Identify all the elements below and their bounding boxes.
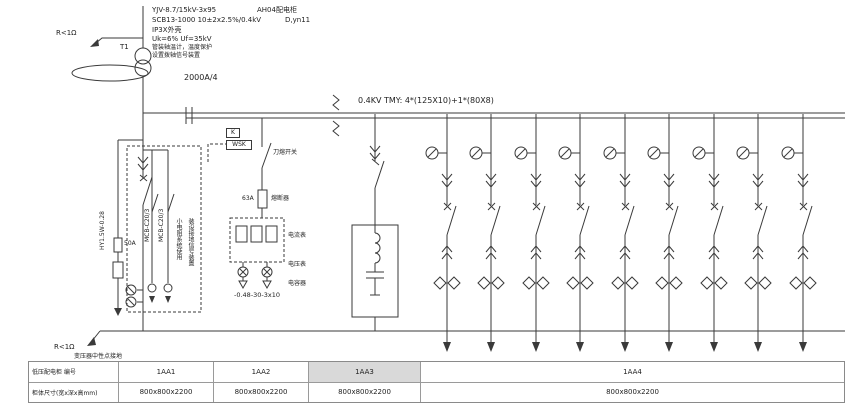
- transformer-note1-label: 管装轴温计，温度保护: [152, 44, 213, 51]
- ground-resistance-top-label: R<1Ω: [56, 29, 77, 37]
- cabinet-column-1aa3: 1AA3 800x800x2200: [309, 362, 421, 402]
- transformer-note2-label: 设置拨轴信号装置: [152, 52, 201, 59]
- fuse-name-label: 熔断器: [271, 195, 290, 202]
- feeder-circuit: [603, 113, 639, 353]
- cable-spec-label: YJV-8.7/15kV-3x95: [152, 6, 217, 14]
- enclosure-label: IP3X外壳: [152, 26, 182, 34]
- busbar-spec-label: 0.4KV TMY: 4*(125X10)+1*(80X8): [358, 96, 494, 105]
- cabinet-name: 1AA2: [214, 362, 308, 383]
- ammeter-label: 电流表: [288, 232, 307, 239]
- capacitor-label: 电容器: [288, 280, 307, 287]
- incomer-rating-label: 2000A/4: [184, 73, 218, 82]
- fuse-rating-label: 50A: [124, 240, 136, 247]
- feeder-circuit: [647, 113, 683, 353]
- capacitor-bank-spec-label: -0.48-30-3x10: [234, 291, 281, 299]
- transformer-tag-label: T1: [120, 43, 129, 51]
- neutral-grounding-note: 变压器中性点接地: [74, 353, 123, 360]
- knife-fuse-switch-label: 刀熔开关: [273, 149, 298, 156]
- cabinet-column-1aa4: 1AA4 800x800x2200: [421, 362, 844, 402]
- aux-section: [112, 139, 202, 316]
- fuse63-rating-label: 63A: [242, 195, 254, 202]
- bus-break-mark-bottom: [332, 120, 340, 137]
- ground-resistance-bottom-label: R<1Ω: [54, 343, 75, 351]
- vector-group-label: D,yn11: [285, 16, 311, 24]
- wsk-controller-box: WSK: [226, 140, 252, 150]
- voltmeter-label: 电压表: [288, 261, 307, 268]
- aux-vertical-note-b: 装设接地信号装置: [187, 218, 194, 266]
- cabinet-table: 低压配电柜 编号 柜体尺寸(宽x深x高mm) 1AA1 800x800x2200…: [28, 361, 845, 403]
- feeder-circuit: [514, 113, 550, 353]
- hv-cabinet-ref-label: AH04配电柜: [257, 6, 297, 14]
- feeder-circuit: [781, 113, 817, 353]
- cabinet-size: 800x800x2200: [234, 388, 288, 397]
- table-row1-header: 低压配电柜 编号: [29, 362, 118, 383]
- table-row2-header: 柜体尺寸(宽x深x高mm): [32, 389, 98, 397]
- neutral-bar: [87, 330, 845, 346]
- cabinet-column-1aa2: 1AA2 800x800x2200: [214, 362, 309, 402]
- transformer-spec-label: SCB13-1000 10±2x2.5%/0.4kV: [152, 16, 262, 24]
- feeder-circuit: [425, 113, 461, 353]
- capacitor-branch: [351, 114, 399, 331]
- aux-vertical-note-a: 小电阻系统使用: [175, 218, 182, 260]
- incomer-breaker: [125, 76, 153, 331]
- cabinet-size: 800x800x2200: [338, 388, 391, 397]
- surge-arrester-model-label: HY1.5W-0.28: [99, 211, 106, 250]
- cabinet-column-1aa1: 1AA1 800x800x2200: [119, 362, 214, 402]
- mcb-a-label: MCB-C20/3: [144, 208, 151, 242]
- impedance-label: Uk=6% Uf=35kV: [152, 35, 212, 43]
- busbar: [143, 94, 845, 137]
- metering-section: [207, 118, 285, 290]
- feeder-circuit: [469, 113, 505, 353]
- feeder-circuit: [692, 113, 728, 353]
- feeder-circuit: [558, 113, 594, 353]
- bus-break-mark-top: [332, 94, 340, 111]
- table-header-column: 低压配电柜 编号 柜体尺寸(宽x深x高mm): [29, 362, 119, 402]
- cabinet-size: 800x800x2200: [606, 388, 659, 397]
- mcb-b-label: MCB-C20/3: [158, 208, 165, 242]
- cabinet-name: 1AA4: [421, 362, 844, 383]
- feeder-circuit: [736, 113, 772, 353]
- cabinet-name: 1AA1: [119, 362, 213, 383]
- cabinet-name: 1AA3: [309, 362, 420, 383]
- cabinet-size: 800x800x2200: [139, 388, 193, 397]
- incoming-transformer: [71, 6, 152, 82]
- relay-k-box: K: [226, 128, 240, 138]
